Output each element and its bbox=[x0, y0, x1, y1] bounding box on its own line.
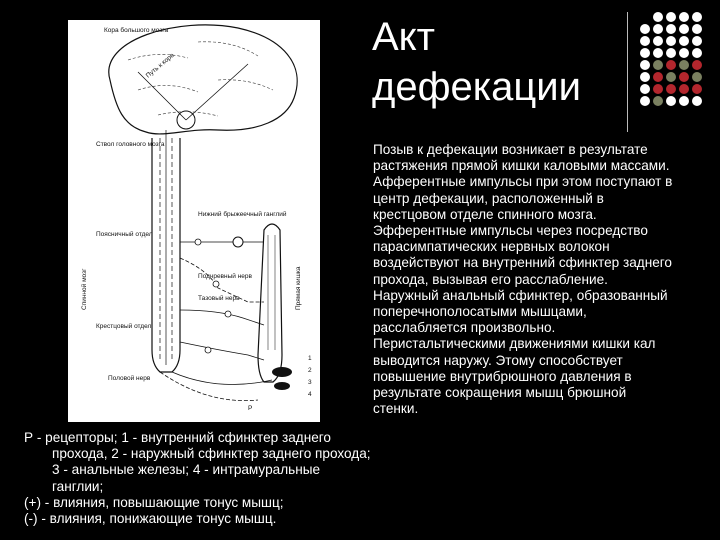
body-text: Позыв к дефекации возникает в результате… bbox=[373, 142, 673, 417]
decorative-dot bbox=[666, 84, 676, 94]
decorative-dot bbox=[640, 72, 650, 82]
label-receptor: Р bbox=[248, 405, 252, 412]
defecation-diagram: Кора большого мозга Путь к коре Ствол го… bbox=[68, 20, 320, 422]
decorative-dot bbox=[692, 12, 702, 22]
decorative-dot bbox=[679, 84, 689, 94]
decorative-dot bbox=[666, 96, 676, 106]
label-hypogastric: Подчревный нерв bbox=[198, 272, 253, 280]
decorative-dot bbox=[640, 24, 650, 34]
decorative-dot bbox=[679, 96, 689, 106]
figure-legend: Р - рецепторы; 1 - внутренний сфинктер з… bbox=[24, 430, 374, 527]
decorative-dot bbox=[666, 72, 676, 82]
decorative-dot bbox=[679, 36, 689, 46]
label-brainstem: Ствол головного мозга bbox=[96, 141, 165, 148]
decorative-dot bbox=[692, 48, 702, 58]
label-sacral: Крестцовый отдел bbox=[96, 322, 151, 330]
label-spinal-cord: Спинной мозг bbox=[80, 268, 88, 310]
decorative-dot bbox=[679, 72, 689, 82]
decorative-dot bbox=[640, 84, 650, 94]
decorative-dot bbox=[666, 60, 676, 70]
decorative-dot bbox=[692, 36, 702, 46]
decorative-dot bbox=[653, 12, 663, 22]
decorative-dot bbox=[640, 60, 650, 70]
decorative-dot bbox=[653, 72, 663, 82]
decorative-dot bbox=[666, 24, 676, 34]
label-rectum: Прямая кишка bbox=[295, 266, 302, 310]
body-paragraph: Эфферентные импульсы через посредство па… bbox=[373, 223, 673, 288]
label-n1: 1 bbox=[308, 355, 312, 362]
decorative-dot bbox=[653, 36, 663, 46]
decorative-dot bbox=[692, 96, 702, 106]
decorative-dot bbox=[653, 84, 663, 94]
decorative-dot bbox=[653, 60, 663, 70]
label-n4: 4 bbox=[308, 391, 312, 398]
reflex-arc-figure: Кора большого мозга Путь к коре Ствол го… bbox=[68, 20, 320, 422]
label-pudendal: Половой нерв bbox=[108, 374, 151, 382]
title-divider bbox=[627, 12, 628, 132]
decorative-dot bbox=[692, 72, 702, 82]
label-cortex: Кора большого мозга bbox=[104, 26, 169, 34]
decorative-dot bbox=[692, 84, 702, 94]
decorative-dot bbox=[653, 96, 663, 106]
decorative-dot bbox=[653, 24, 663, 34]
slide-title: Акт дефекации bbox=[372, 12, 622, 112]
label-lumbar: Поясничный отдел bbox=[96, 230, 153, 238]
decorative-dot bbox=[679, 48, 689, 58]
body-paragraph: Позыв к дефекации возникает в результате… bbox=[373, 142, 673, 174]
decorative-dot bbox=[692, 60, 702, 70]
legend-line: (-) - влияния, понижающие тонус мышц. bbox=[24, 511, 374, 527]
label-pelvic: Тазовый нерв bbox=[198, 294, 240, 302]
decorative-dot bbox=[666, 48, 676, 58]
decorative-dot bbox=[679, 60, 689, 70]
decorative-dot bbox=[640, 36, 650, 46]
decorative-dot-grid bbox=[640, 12, 706, 108]
decorative-dot bbox=[653, 48, 663, 58]
label-ganglion: Нижний брыжеечный ганглий bbox=[198, 210, 287, 218]
decorative-dot bbox=[640, 48, 650, 58]
body-paragraph: Афферентные импульсы при этом поступают … bbox=[373, 174, 673, 223]
title-line-2: дефекации bbox=[372, 62, 622, 112]
label-n3: 3 bbox=[308, 379, 312, 386]
decorative-dot bbox=[640, 96, 650, 106]
decorative-dot bbox=[679, 12, 689, 22]
decorative-dot bbox=[666, 12, 676, 22]
label-n2: 2 bbox=[308, 367, 312, 374]
body-paragraph: Перистальтическими движениями кишки кал … bbox=[373, 336, 673, 417]
decorative-dot bbox=[666, 36, 676, 46]
legend-line: Р - рецепторы; 1 - внутренний сфинктер з… bbox=[24, 430, 374, 495]
legend-line: (+) - влияния, повышающие тонус мышц; bbox=[24, 495, 374, 511]
decorative-dot bbox=[692, 24, 702, 34]
title-line-1: Акт bbox=[372, 12, 622, 62]
body-paragraph: Наружный анальный сфинктер, образованный… bbox=[373, 288, 673, 337]
decorative-dot bbox=[679, 24, 689, 34]
